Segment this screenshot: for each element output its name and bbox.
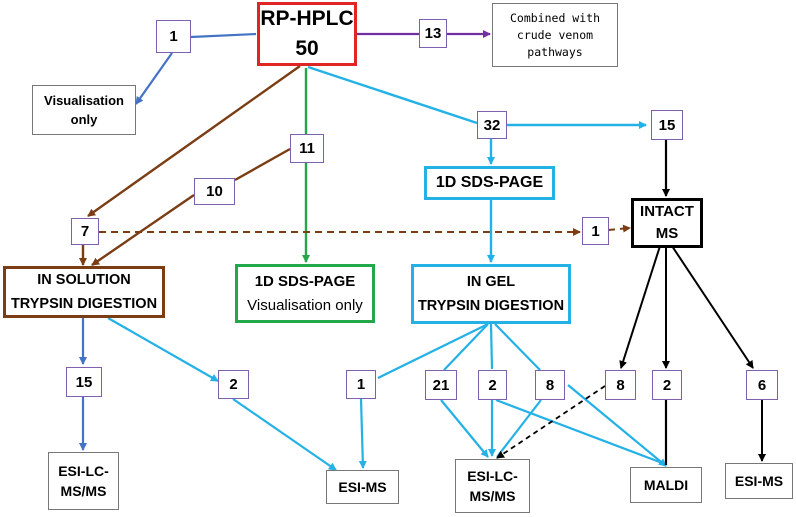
count-sds-vis: 11: [290, 134, 324, 163]
esi-ms-mid-label: ESI-MS: [338, 479, 387, 495]
edge-intact-to-esims-count: [671, 245, 754, 369]
intact-line2: MS: [655, 225, 679, 242]
edge-ingel-to-lcms-maldi-count: [489, 323, 494, 370]
esi-lcms-mid-line1: ESI-LC-: [467, 468, 518, 484]
esi-lcms-left-line1: ESI-LC-: [58, 463, 109, 479]
count-insol-lcms: 15: [66, 367, 102, 397]
in-solution-box: IN SOLUTION TRYPSIN DIGESTION: [3, 266, 165, 318]
rp-hplc-count: 50: [295, 37, 319, 60]
esi-lcms-left-box: ESI-LC- MS/MS: [48, 452, 119, 510]
edge-insol-to-esims-count: [107, 317, 219, 382]
count-gel-lcms-maldi: 2: [478, 370, 507, 400]
count-intact-esims: 6: [746, 370, 778, 400]
ingel-line1: IN GEL: [466, 274, 516, 290]
rp-hplc-box: RP-HPLC 50: [257, 2, 357, 66]
edge-hplc-to-insol-count: [87, 65, 301, 217]
crude-venom-label: Combined with crude venom pathways: [509, 10, 600, 59]
edge-ingel-to-maldi-count: [494, 323, 541, 371]
esi-ms-right-box: ESI-MS: [725, 463, 793, 499]
count-insol-esims: 2: [218, 370, 249, 399]
esi-ms-mid-box: ESI-MS: [326, 470, 399, 504]
edge-ingel-to-lcms-count: [443, 323, 489, 371]
maldi-box: MALDI: [630, 467, 702, 503]
edge-gel-lcms-count-to-lcms: [440, 399, 489, 458]
visualisation-only-box: Visualisation only: [32, 85, 136, 135]
count-gel-lcms: 21: [425, 370, 457, 400]
visualisation-only-label: Visualisation only: [44, 93, 124, 127]
esi-lcms-mid-line2: MS/MS: [469, 488, 516, 504]
edge-gel-esims-count-to-esims: [358, 398, 367, 469]
esi-lcms-mid-box: ESI-LC- MS/MS: [455, 459, 530, 513]
edge-visual-count-to-visualisation: [135, 52, 173, 105]
sds-vis-title: 1D SDS-PAGE: [254, 272, 356, 290]
count-visualisation: 1: [156, 20, 191, 53]
edge-intact-lcms-count-to-lcms: [496, 385, 606, 459]
count-insol-direct: 10: [194, 178, 235, 205]
sds-page-vis-box: 1D SDS-PAGE Visualisation only: [235, 264, 375, 323]
edge-intact-to-lcms-count: [619, 245, 661, 369]
insol-line1: IN SOLUTION: [37, 272, 131, 288]
count-to-intact: 1: [582, 217, 609, 245]
esi-lcms-left-line2: MS/MS: [60, 483, 107, 499]
insol-line2: TRYPSIN DIGESTION: [10, 296, 158, 312]
edge-lcms-maldi-count-to-maldi: [495, 398, 666, 466]
edge-hplc-to-gel-count: [307, 65, 478, 125]
count-crude: 13: [419, 19, 447, 48]
count-intact-maldi: 2: [652, 370, 682, 400]
edge-esims-count-to-esims: [232, 398, 337, 471]
intact-ms-box: INTACT MS: [631, 198, 703, 248]
edge-gel-maldi-count-to-maldi: [567, 384, 667, 467]
edge-gel-maldi-count-to-lcms: [496, 399, 542, 458]
edge-intact-count-to-intact-dashed: [607, 224, 631, 233]
sds-vis-sub: Visualisation only: [247, 296, 363, 314]
in-gel-box: IN GEL TRYPSIN DIGESTION: [411, 264, 571, 324]
count-gel-esims: 1: [346, 370, 376, 399]
count-intact-lcms: 8: [605, 370, 636, 400]
count-gel-maldi: 8: [535, 370, 565, 400]
count-insol: 7: [71, 218, 99, 245]
maldi-label: MALDI: [643, 477, 689, 493]
sds-page-gel-box: 1D SDS-PAGE: [424, 166, 555, 200]
crude-venom-box: Combined with crude venom pathways: [492, 3, 618, 67]
count-sds-gel: 32: [477, 111, 507, 139]
rp-hplc-title: RP-HPLC: [260, 7, 354, 30]
sds-page-gel-label: 1D SDS-PAGE: [435, 174, 544, 191]
esi-ms-right-label: ESI-MS: [734, 473, 784, 489]
edge-sds-vis-count-to-direct: [234, 147, 291, 182]
intact-line1: INTACT: [640, 203, 694, 220]
count-intact: 15: [651, 110, 683, 140]
edge-hplc-to-visual-count: [190, 32, 257, 39]
ingel-line2: TRYPSIN DIGESTION: [417, 298, 565, 314]
edge-direct-to-insol: [91, 194, 195, 266]
edge-ingel-to-esims-count: [377, 323, 489, 379]
